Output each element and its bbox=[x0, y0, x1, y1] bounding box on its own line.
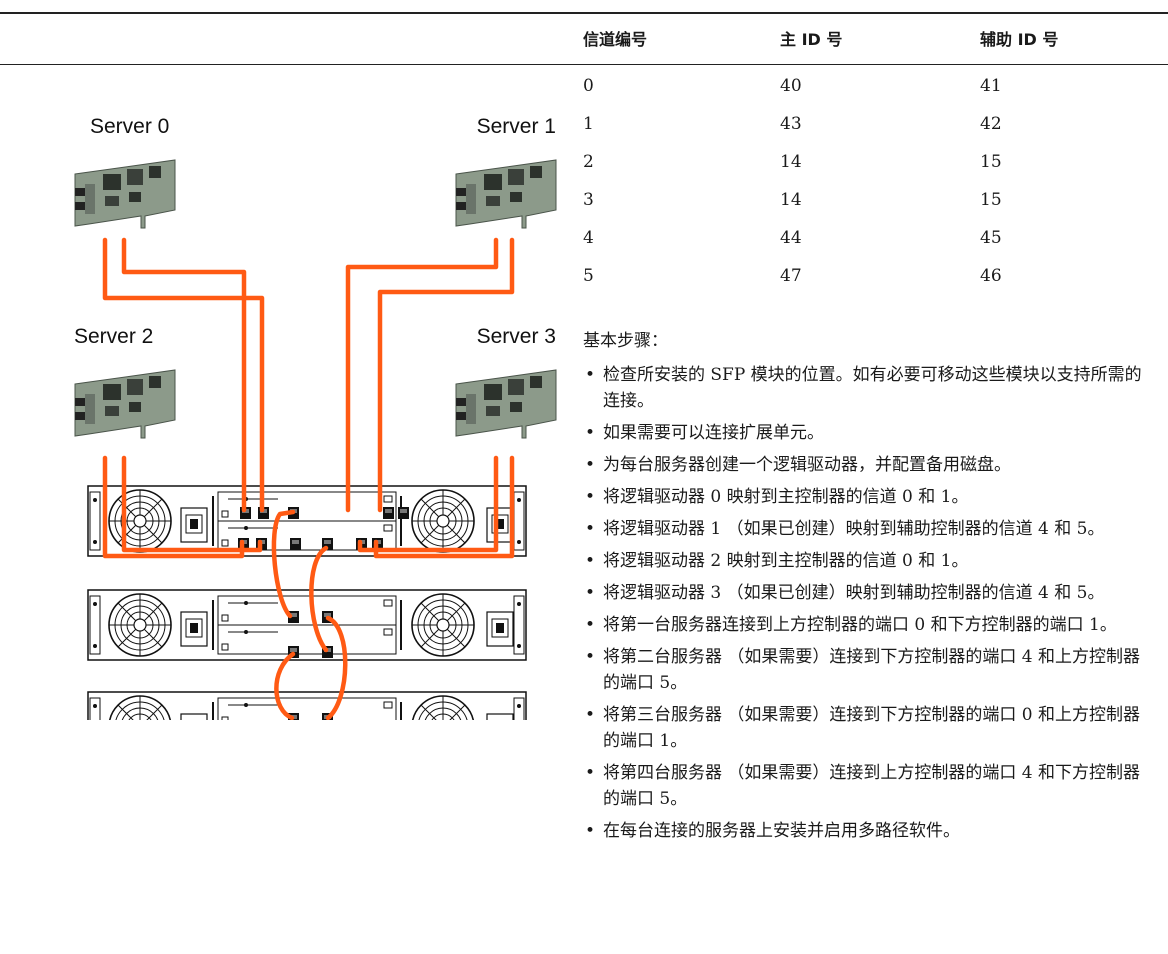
cell-primary-id: 47 bbox=[780, 266, 802, 286]
cell-primary-id: 43 bbox=[780, 114, 802, 134]
steps-list: 检查所安装的 SFP 模块的位置。如有必要可移动这些模块以支持所需的连接。 如果… bbox=[583, 362, 1148, 850]
cell-channel: 1 bbox=[583, 114, 594, 134]
step-item: 将第一台服务器连接到上方控制器的端口 0 和下方控制器的端口 1。 bbox=[583, 612, 1148, 638]
cell-secondary-id: 41 bbox=[980, 76, 1002, 96]
cell-primary-id: 14 bbox=[780, 152, 802, 172]
cell-channel: 5 bbox=[583, 266, 594, 286]
cell-secondary-id: 15 bbox=[980, 190, 1002, 210]
cell-primary-id: 44 bbox=[780, 228, 802, 248]
header-secondary-id: 辅助 ID 号 bbox=[980, 26, 1058, 50]
step-item: 为每台服务器创建一个逻辑驱动器，并配置备用磁盘。 bbox=[583, 452, 1148, 478]
step-item: 检查所安装的 SFP 模块的位置。如有必要可移动这些模块以支持所需的连接。 bbox=[583, 362, 1148, 414]
cell-channel: 3 bbox=[583, 190, 594, 210]
step-item: 在每台连接的服务器上安装并启用多路径软件。 bbox=[583, 818, 1148, 844]
cell-secondary-id: 45 bbox=[980, 228, 1002, 248]
step-item: 将第二台服务器 （如果需要）连接到下方控制器的端口 4 和上方控制器的端口 5。 bbox=[583, 644, 1148, 696]
server-2-label: Server 2 bbox=[74, 325, 153, 348]
cabling-diagram: Server 0 Server 1 Server 2 Server 3 bbox=[0, 80, 570, 720]
step-item: 将第三台服务器 （如果需要）连接到下方控制器的端口 0 和上方控制器的端口 1。 bbox=[583, 702, 1148, 754]
step-item: 将逻辑驱动器 0 映射到主控制器的信道 0 和 1。 bbox=[583, 484, 1148, 510]
step-item: 将逻辑驱动器 1 （如果已创建）映射到辅助控制器的信道 4 和 5。 bbox=[583, 516, 1148, 542]
header-primary-id: 主 ID 号 bbox=[780, 26, 842, 50]
server-0-hba bbox=[75, 160, 175, 228]
cell-secondary-id: 46 bbox=[980, 266, 1002, 286]
step-item: 将第四台服务器 （如果需要）连接到上方控制器的端口 4 和下方控制器的端口 5。 bbox=[583, 760, 1148, 812]
cell-primary-id: 14 bbox=[780, 190, 802, 210]
server-1-hba bbox=[456, 160, 556, 228]
expansion-unit-2 bbox=[88, 692, 526, 720]
cell-channel: 4 bbox=[583, 228, 594, 248]
server-3-hba bbox=[456, 370, 556, 438]
table-header-rule bbox=[0, 64, 1168, 65]
step-item: 将逻辑驱动器 3 （如果已创建）映射到辅助控制器的信道 4 和 5。 bbox=[583, 580, 1148, 606]
server-2-hba bbox=[75, 370, 175, 438]
step-item: 将逻辑驱动器 2 映射到主控制器的信道 0 和 1。 bbox=[583, 548, 1148, 574]
top-rule bbox=[0, 12, 1168, 14]
cell-secondary-id: 42 bbox=[980, 114, 1002, 134]
expansion-unit-1 bbox=[88, 590, 526, 660]
step-item: 如果需要可以连接扩展单元。 bbox=[583, 420, 1148, 446]
raid-array-enclosure bbox=[88, 486, 526, 556]
cell-channel: 0 bbox=[583, 76, 594, 96]
header-channel: 信道编号 bbox=[583, 26, 647, 50]
cell-channel: 2 bbox=[583, 152, 594, 172]
server-0-label: Server 0 bbox=[90, 115, 169, 138]
cell-primary-id: 40 bbox=[780, 76, 802, 96]
server-3-label: Server 3 bbox=[477, 325, 556, 348]
server-1-label: Server 1 bbox=[477, 115, 556, 138]
cell-secondary-id: 15 bbox=[980, 152, 1002, 172]
steps-heading: 基本步骤： bbox=[583, 328, 668, 354]
